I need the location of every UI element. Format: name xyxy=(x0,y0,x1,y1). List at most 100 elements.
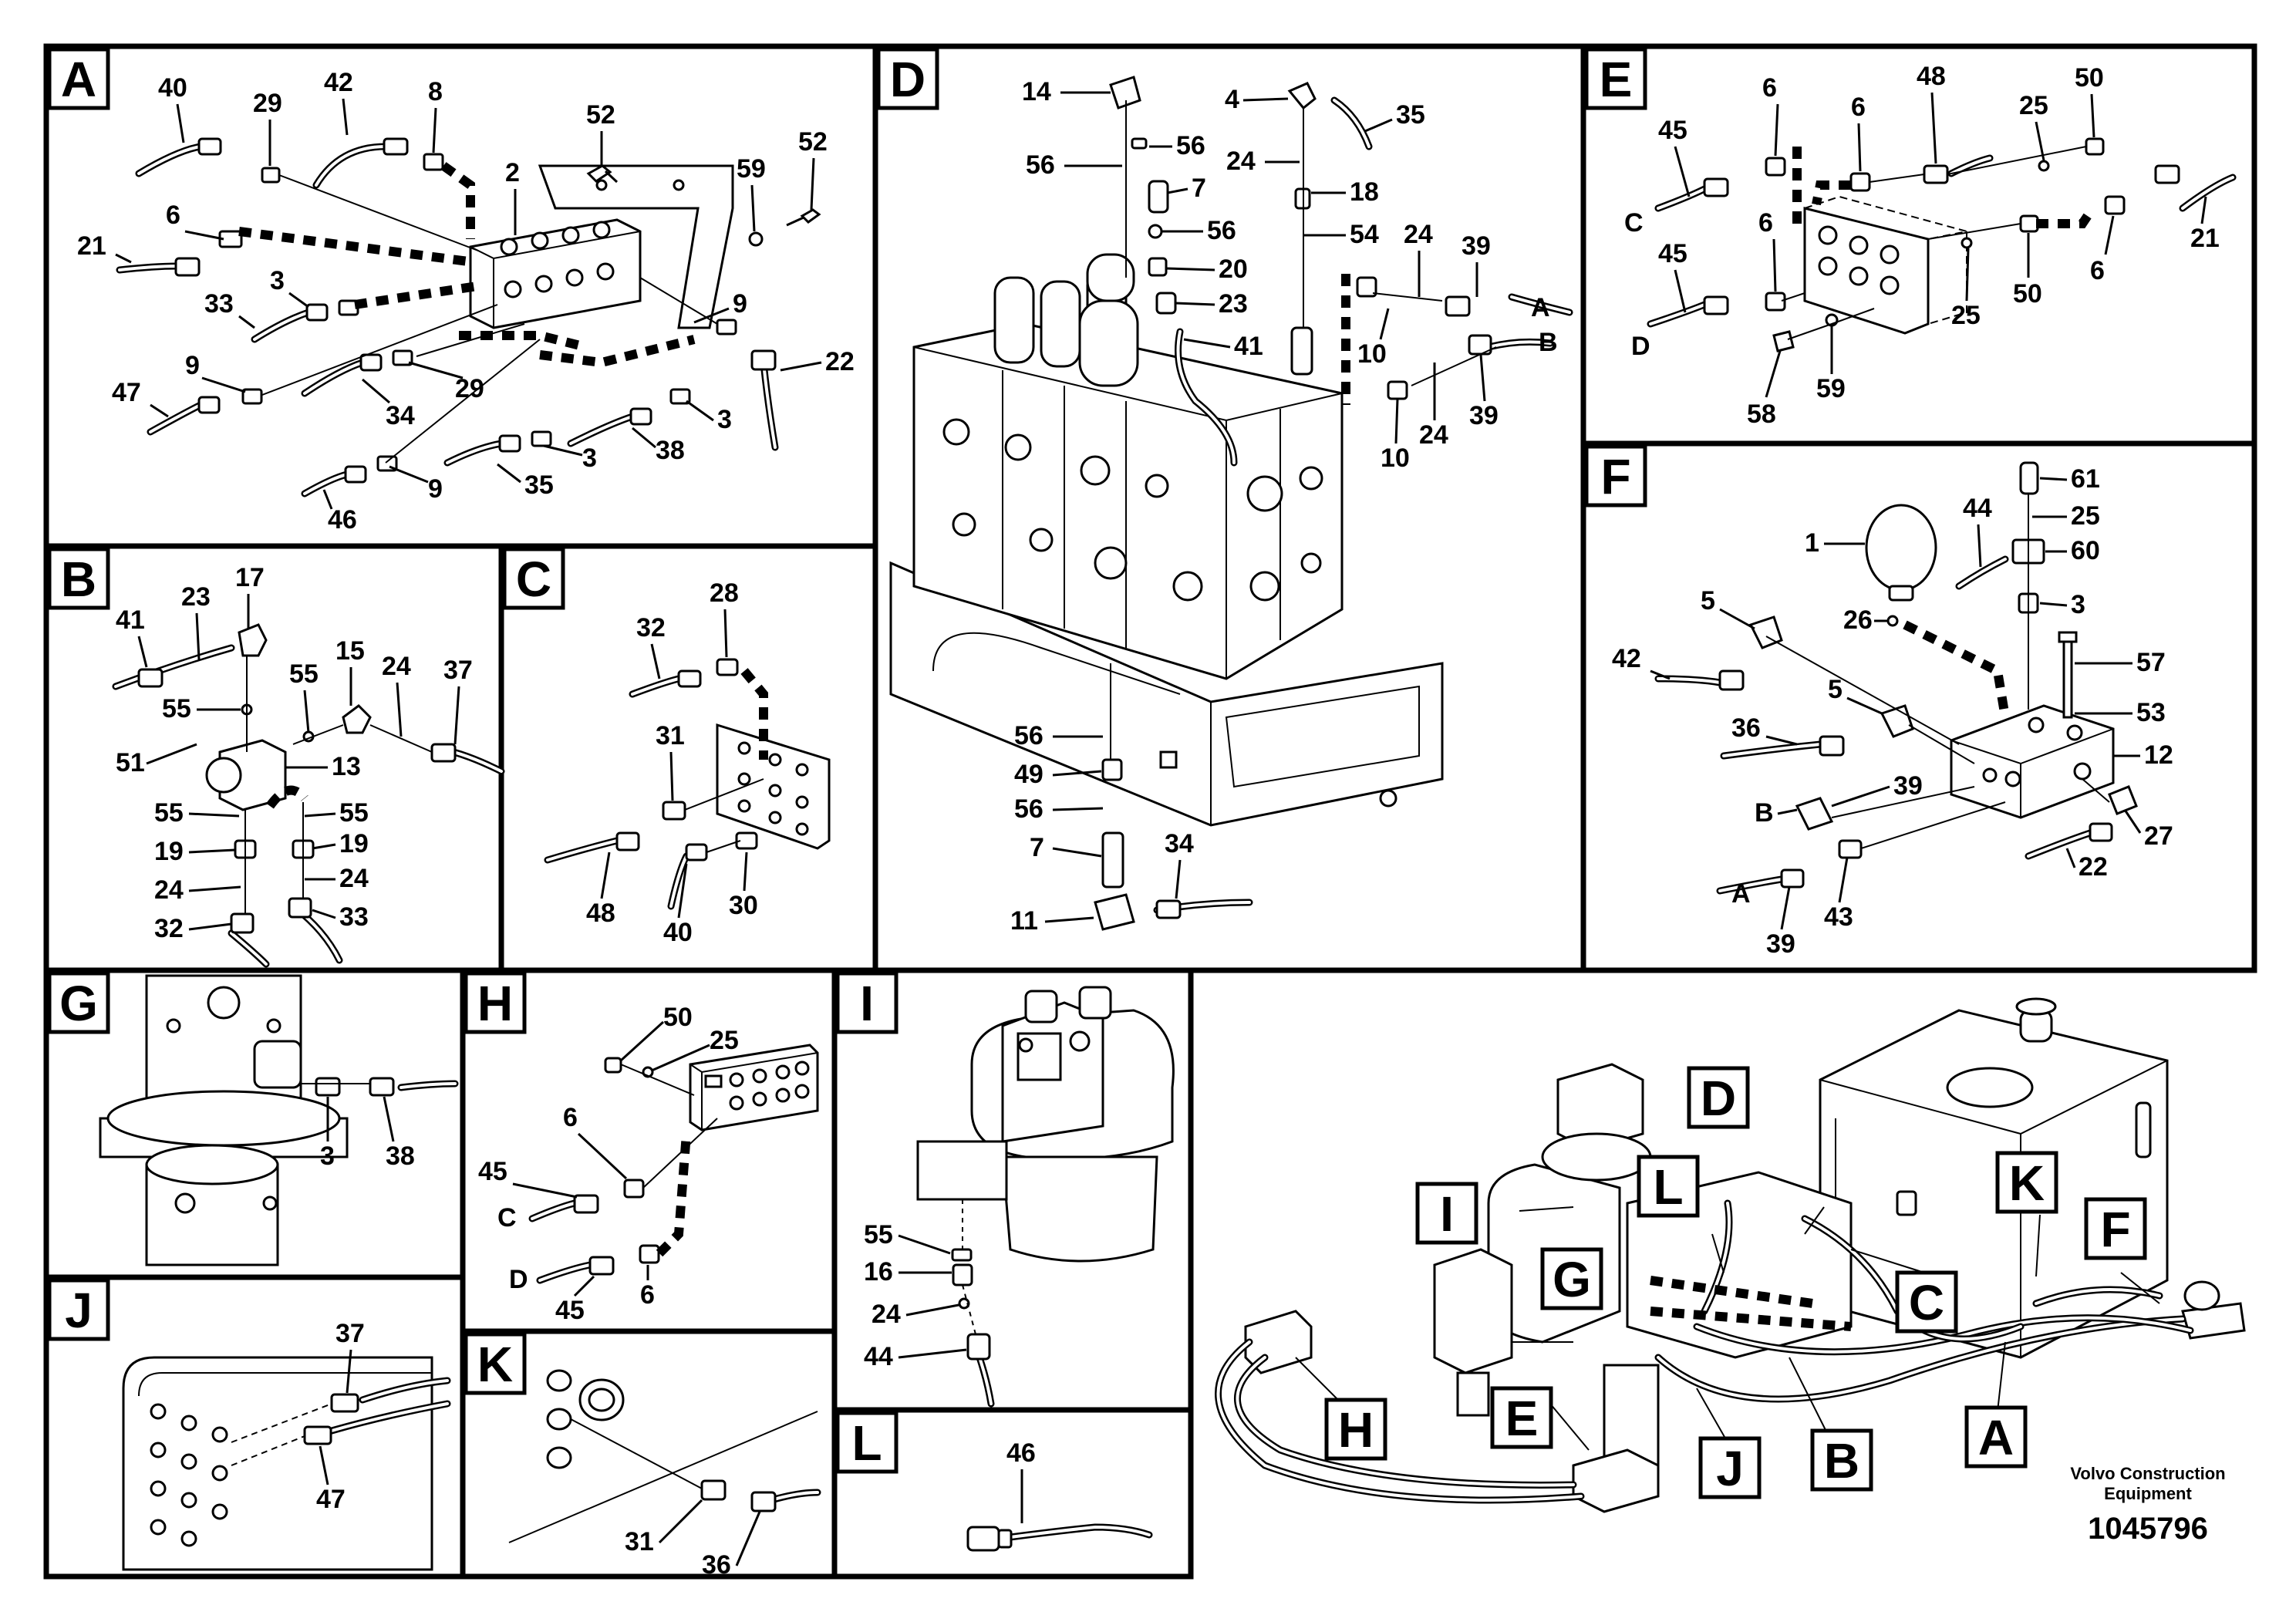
callout-b-13: 13 xyxy=(332,752,361,781)
callout-h-d: D xyxy=(509,1265,528,1294)
panel-letter-b: B xyxy=(47,547,110,610)
callout-f-53: 53 xyxy=(2136,698,2166,727)
swivel-joint-overview xyxy=(1433,1248,1513,1374)
callout-a-46: 46 xyxy=(328,505,357,534)
overview-label-e: E xyxy=(1490,1386,1553,1449)
callout-f-42: 42 xyxy=(1612,644,1641,673)
callout-b-15: 15 xyxy=(335,636,365,666)
callout-a-9: 9 xyxy=(185,351,200,380)
callout-f-60: 60 xyxy=(2071,536,2100,565)
panel-letter-k-text: K xyxy=(477,1337,513,1392)
overview-label-f-text: F xyxy=(2100,1202,2130,1257)
callout-d-54: 54 xyxy=(1350,220,1379,249)
callout-h-c: C xyxy=(497,1203,517,1233)
callout-d-24c: 24 xyxy=(1419,420,1448,450)
callout-e-50b: 50 xyxy=(2013,279,2042,309)
panel-i-callouts: 55 16 24 44 xyxy=(864,1220,967,1371)
brand-line-2: Equipment xyxy=(2104,1484,2192,1503)
panel-letter-f-text: F xyxy=(1600,449,1630,504)
panel-l-drawing: 46 xyxy=(966,1438,1153,1552)
callout-e-45b: 45 xyxy=(1658,239,1687,268)
sensor-18 xyxy=(1290,326,1313,376)
panel-h-drawing: 50 25 6 45 C D 45 6 xyxy=(478,1003,819,1325)
panel-l-frame xyxy=(831,1407,1194,1580)
callout-e-58: 58 xyxy=(1747,400,1776,429)
overview-label-j: J xyxy=(1698,1436,1762,1499)
callout-a-59: 59 xyxy=(737,154,766,184)
overview-label-c: C xyxy=(1895,1270,1958,1334)
callout-f-12: 12 xyxy=(2144,740,2173,770)
callout-d-a: A xyxy=(1531,293,1550,322)
callout-f-a: A xyxy=(1731,879,1751,909)
callout-a-33: 33 xyxy=(204,289,234,319)
overview-label-b-text: B xyxy=(1824,1433,1859,1489)
callout-b-55d: 55 xyxy=(339,798,369,828)
callout-f-61: 61 xyxy=(2071,464,2100,494)
panel-e-callouts: 48 50 6 6 45 25 C 21 45 6 6 50 25 D 58 5… xyxy=(1624,62,2220,429)
callout-a-22: 22 xyxy=(825,347,855,376)
panel-letter-d-text: D xyxy=(890,52,925,107)
overview-label-d-text: D xyxy=(1701,1071,1736,1126)
panel-j-callouts: 37 47 xyxy=(316,1319,365,1514)
callout-e-21: 21 xyxy=(2190,224,2220,253)
panel-frames xyxy=(43,43,2257,1580)
callout-b-55b: 55 xyxy=(162,694,191,723)
panel-i-drawing: 55 16 24 44 xyxy=(864,986,1175,1408)
callout-d-56c: 56 xyxy=(1207,216,1236,245)
panel-letter-b-text: B xyxy=(61,551,96,607)
callout-h-45: 45 xyxy=(478,1157,507,1186)
panel-e-drawing: 48 50 6 6 45 25 C 21 45 6 6 50 25 D 58 5… xyxy=(1624,62,2237,429)
callout-a-52b: 52 xyxy=(798,127,828,157)
panel-letter-j-text: J xyxy=(65,1283,93,1338)
callout-d-10b: 10 xyxy=(1381,443,1410,473)
panel-b-drawing: 17 41 23 55 15 24 37 55 51 13 55 55 19 1… xyxy=(112,563,505,968)
callout-b-19b: 19 xyxy=(339,829,369,858)
callout-f-25: 25 xyxy=(2071,501,2100,531)
accumulator-1 xyxy=(1865,504,1937,592)
callout-a-9b: 9 xyxy=(733,289,747,319)
callout-a-3c: 3 xyxy=(582,443,597,473)
panel-a-frame xyxy=(43,43,878,549)
callout-a-21: 21 xyxy=(77,231,106,261)
callout-e-50: 50 xyxy=(2075,63,2104,93)
callout-d-20: 20 xyxy=(1219,255,1248,284)
brand-line-1: Volvo Construction xyxy=(2070,1464,2225,1483)
callout-f-39b: 39 xyxy=(1766,929,1795,959)
callout-k-36: 36 xyxy=(702,1550,731,1580)
panel-letter-k: K xyxy=(464,1332,527,1395)
callout-e-59: 59 xyxy=(1816,374,1846,403)
callout-d-49: 49 xyxy=(1014,760,1043,789)
callout-i-55: 55 xyxy=(864,1220,893,1249)
callout-b-24b: 24 xyxy=(154,875,184,905)
callout-d-56b: 56 xyxy=(1176,131,1205,160)
callout-j-37: 37 xyxy=(335,1319,365,1348)
callout-d-39b: 39 xyxy=(1469,401,1499,430)
callout-c-30: 30 xyxy=(729,891,758,920)
callout-a-29: 29 xyxy=(253,89,282,118)
callout-f-27: 27 xyxy=(2144,821,2173,851)
callout-a-2: 2 xyxy=(505,158,520,187)
callout-b-32: 32 xyxy=(154,914,184,943)
callout-d-11: 11 xyxy=(1010,906,1038,936)
overview-label-l-text: L xyxy=(1653,1159,1683,1215)
overview-label-a: A xyxy=(1964,1405,2028,1469)
overview-label-j-text: J xyxy=(1716,1441,1744,1496)
document-number: 1045796 xyxy=(2088,1512,2208,1546)
callout-a-47: 47 xyxy=(112,378,141,407)
callout-d-7: 7 xyxy=(1192,174,1206,203)
overview-label-a-text: A xyxy=(1978,1410,2014,1465)
overview-label-h-text: H xyxy=(1338,1402,1374,1458)
panel-a-drawing: 40 29 42 8 52 2 59 52 6 21 3 33 9 47 34 … xyxy=(77,68,855,534)
callout-a-34: 34 xyxy=(386,401,415,430)
panel-d-callouts: 14 4 35 56 56 24 18 7 56 54 24 39 20 23 … xyxy=(1010,77,1558,936)
panel-g-drawing: 3 38 xyxy=(99,974,459,1266)
callout-k-31: 31 xyxy=(625,1527,654,1556)
overview-label-l: L xyxy=(1637,1155,1700,1218)
callout-d-24b: 24 xyxy=(1404,220,1433,249)
callout-a-42: 42 xyxy=(324,68,353,97)
callout-a-38: 38 xyxy=(656,436,685,465)
panel-letter-h-text: H xyxy=(477,976,513,1031)
callout-f-5b: 5 xyxy=(1828,675,1843,704)
callout-d-b: B xyxy=(1539,328,1558,357)
callout-b-19: 19 xyxy=(154,837,184,866)
